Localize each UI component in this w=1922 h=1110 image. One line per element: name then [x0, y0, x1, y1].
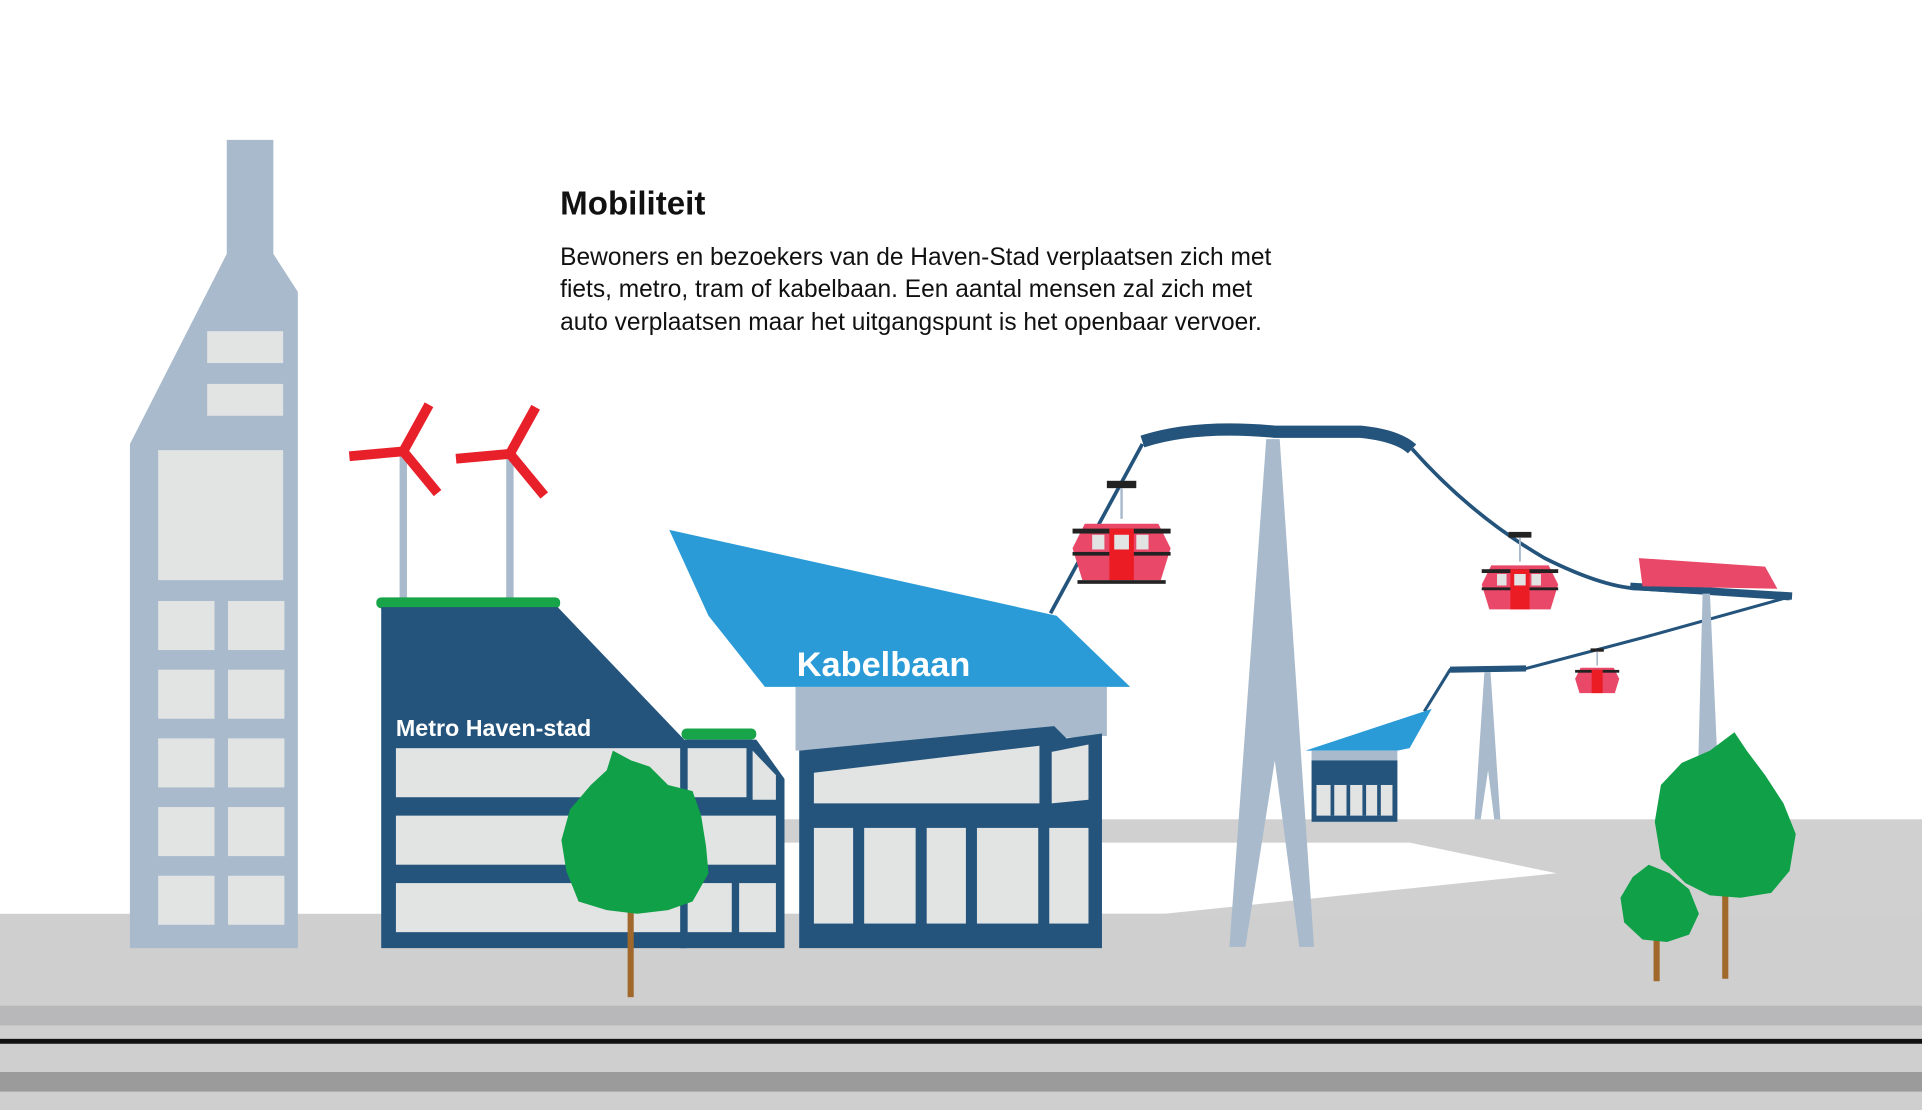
residential-tower: [129, 139, 298, 949]
tree-icon: [1654, 732, 1796, 979]
green-roof: [376, 597, 561, 609]
track-bed-lower: [0, 1071, 1922, 1092]
track-bed: [0, 1005, 1922, 1026]
wind-turbine-icon: [455, 404, 549, 604]
heading: Mobiliteit: [560, 186, 705, 223]
cable-pylon-small: [1474, 672, 1501, 820]
gondola-icon: [1481, 531, 1559, 610]
wind-turbine-icon: [348, 402, 442, 604]
cable-car-label: Kabelbaan: [797, 646, 971, 684]
metro-label: Metro Haven-stad: [396, 715, 591, 741]
gondola-icon: [1072, 480, 1171, 584]
paragraph-line-1: Bewoners en bezoekers van de Haven-Stad …: [560, 244, 1271, 271]
end-station-roof: [1638, 558, 1778, 589]
cable-car-station: Kabelbaan: [669, 529, 1131, 949]
small-cable-station: [1305, 708, 1432, 822]
tree-icon: [1620, 864, 1699, 982]
cable-pylon-right: [1697, 593, 1719, 785]
paragraph-line-3: auto verplaatsen maar het uitgangspunt i…: [560, 309, 1262, 336]
rail: [0, 1038, 1922, 1044]
paragraph-line-2: fiets, metro, tram of kabelbaan. Een aan…: [560, 276, 1252, 303]
cable-pylon: [1229, 439, 1315, 947]
gondola-icon: [1575, 648, 1620, 694]
tree-icon: [561, 750, 709, 998]
